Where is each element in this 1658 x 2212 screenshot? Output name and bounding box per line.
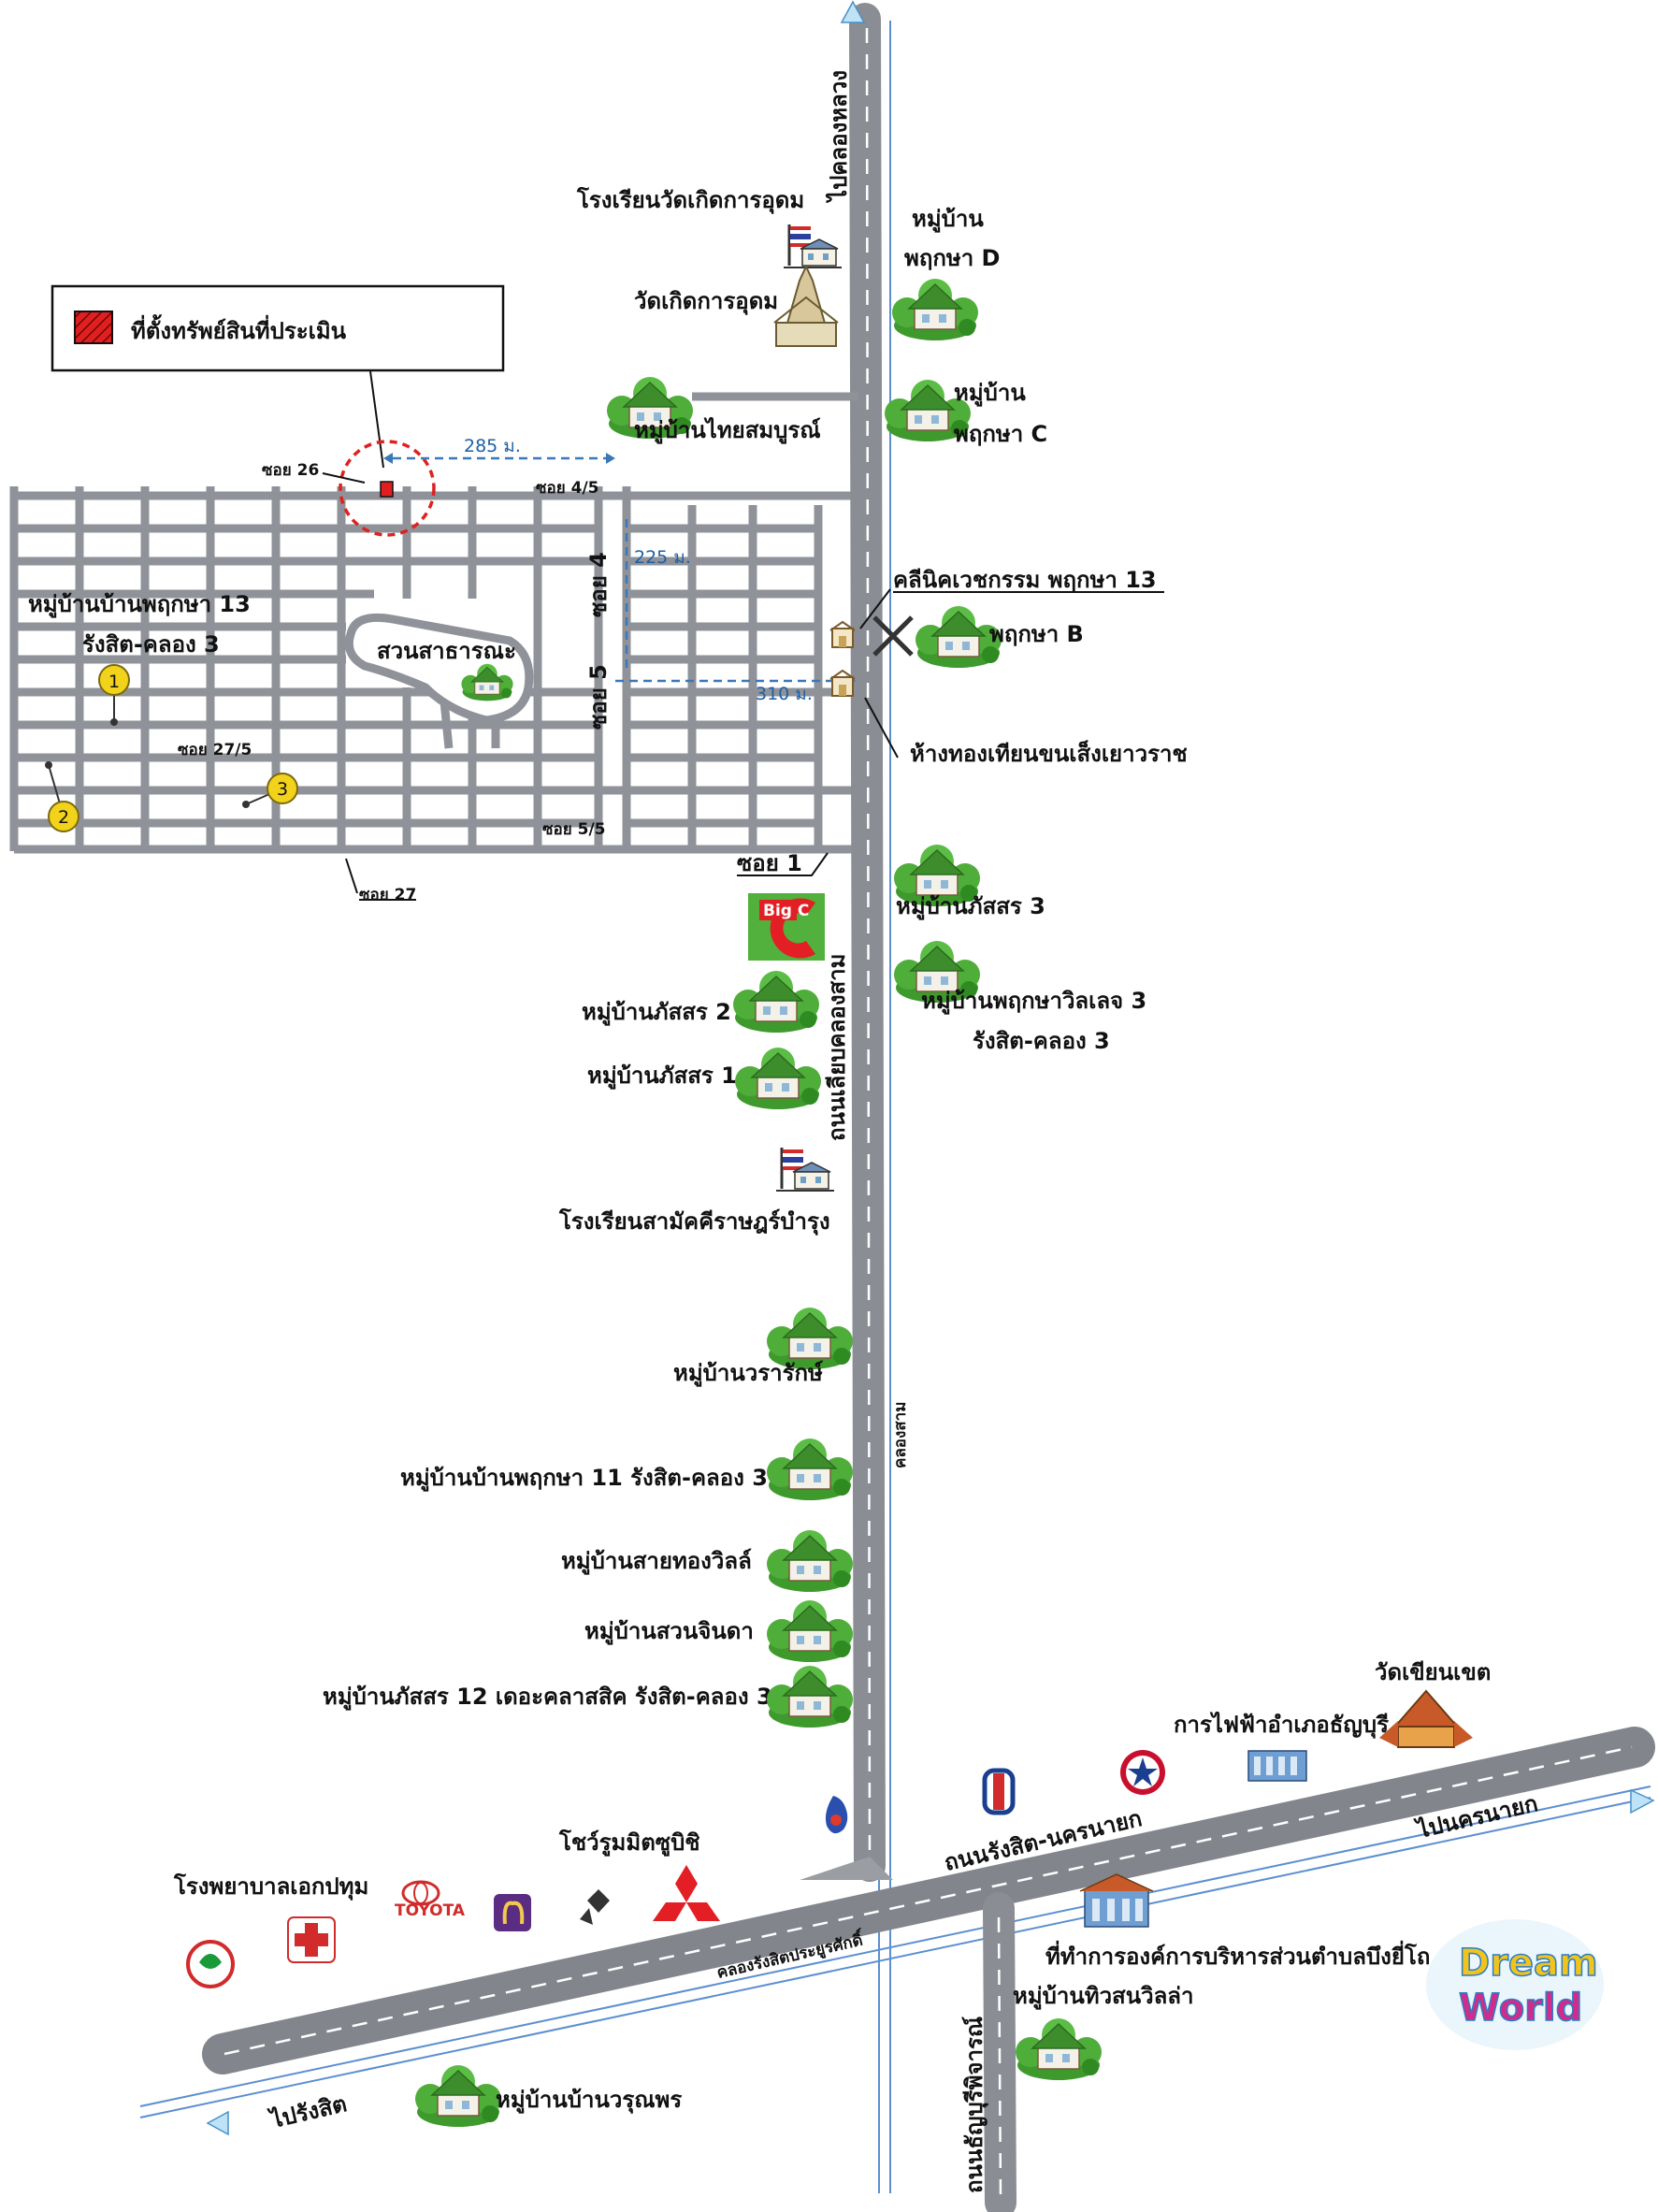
khlong-sam-label: คลองสาม <box>891 1402 910 1468</box>
pruksa13-label-2: รังสิต-คลอง 3 <box>82 631 220 658</box>
south-road <box>983 1892 1016 2212</box>
soi-26-label: ซอย 26 <box>262 461 319 480</box>
legend-label: ที่ตั้งทรัพย์สินที่ประเมิน <box>131 313 347 344</box>
svg-text:1: 1 <box>108 672 120 692</box>
suanjinda-label: หมู่บ้านสวนจินดา <box>584 1618 754 1645</box>
distance-225: 225 ม. <box>625 519 691 673</box>
pruksa-b-label: พฤกษา B <box>989 621 1084 647</box>
passorn12-house-icon <box>766 1665 854 1728</box>
subject-property <box>339 440 436 537</box>
junction <box>800 1857 893 1880</box>
passorn3-label: หมู่บ้านภัสสร 3 <box>896 893 1045 920</box>
marker-3: 3 <box>242 773 298 808</box>
distance-225-label: 225 ม. <box>634 547 691 568</box>
passorn1-label: หมู่บ้านภัสสร 1 <box>587 1063 737 1090</box>
soi-4-label: ซอย 4 <box>585 552 612 617</box>
passorn12-label: หมู่บ้านภัสสร 12 เดอะคลาสสิค รังสิต-คลอง… <box>323 1684 772 1711</box>
samakkhi-school-icon <box>774 1146 836 1193</box>
dream-world-logo: Dream World <box>1426 1919 1604 2050</box>
pea-label: การไฟฟ้าอำเภอธัญบุรี <box>1174 1711 1389 1740</box>
pruksa-d-label-2: พฤกษา D <box>904 245 1000 271</box>
main-road-khlong-sam <box>849 3 886 1882</box>
saithong-house-icon <box>766 1529 854 1593</box>
soi-4-5-label: ซอย 4/5 <box>536 479 599 498</box>
svg-text:3: 3 <box>277 779 288 800</box>
school-samakkhi-label: โรงเรียนสามัคคีราษฎร์บำรุง <box>558 1207 830 1236</box>
pruksa13-label-1: หมู่บ้านบ้านพฤกษา 13 <box>28 591 251 618</box>
main-road-label: ถนนเลียบคลองสาม <box>824 954 850 1141</box>
soi-1-label: ซอย 1 <box>737 850 802 876</box>
east-arrow <box>1630 1788 1655 1814</box>
passorn2-house-icon <box>732 970 820 1034</box>
kasikorn-logo <box>186 1940 235 1988</box>
big-c-logo: Big C <box>748 893 825 961</box>
soi-27-label: ซอย 27 <box>359 886 416 904</box>
toyota-label: TOYOTA <box>395 1901 466 1920</box>
red-cross-icon <box>287 1916 336 1963</box>
pruksa11-label: หมู่บ้านบ้านพฤกษา 11 รังสิต-คลอง 3 <box>400 1465 768 1492</box>
sao-building-icon <box>1079 1873 1154 1928</box>
caltex-logo <box>1120 1750 1165 1795</box>
pea-building-icon <box>1247 1750 1307 1782</box>
legend-box: ที่ตั้งทรัพย์สินที่ประเมิน <box>50 284 505 372</box>
worunporn-house-icon <box>414 2064 502 2128</box>
toyota-logo <box>401 1880 440 1906</box>
mitsubishi-logo <box>653 1865 720 1921</box>
wat-khian-label: วัดเขียนเขต <box>1375 1659 1491 1685</box>
to-rangsit-label: ไปรังสิต <box>266 2089 349 2133</box>
dream-world-text-2: World <box>1459 1987 1582 2030</box>
pruksa11-house-icon <box>766 1438 854 1501</box>
soi-5-label: ซอย 5 <box>585 664 612 730</box>
pttgas-logo <box>825 1796 848 1834</box>
marker-1: 1 <box>98 664 130 726</box>
passorn2-label: หมู่บ้านภัสสร 2 <box>582 999 731 1026</box>
passorn1-house-icon <box>734 1047 822 1110</box>
wararak-label: หมู่บ้านวรารักษ์ <box>673 1360 823 1387</box>
hospital-logo <box>580 1889 610 1925</box>
clinic-label: คลีนิคเวชกรรม พฤกษา 13 <box>893 567 1157 593</box>
gold-shop-label: ห้างทองเทียนขนเส็งเยาวราช <box>910 740 1188 767</box>
park-label: สวนสาธารณะ <box>377 638 516 664</box>
distance-310-label: 310 ม. <box>756 684 813 704</box>
svg-text:2: 2 <box>58 807 69 828</box>
marker-2: 2 <box>45 761 79 832</box>
distance-285-label: 285 ม. <box>464 436 521 456</box>
wat-label: วัดเกิดการอุดม <box>634 288 778 316</box>
south-road-label: ถนนธัญบุรีพิจารณ์ <box>961 2017 989 2193</box>
west-arrow <box>206 2110 229 2136</box>
hospital-label: โรงพยาบาลเอกปทุม <box>173 1872 368 1901</box>
pruksa-c-label-1: หมู่บ้าน <box>954 380 1026 407</box>
wat-khian-temple-icon <box>1379 1689 1473 1748</box>
entrance-icon <box>872 615 914 657</box>
suanjinda-house-icon <box>766 1599 854 1663</box>
sao-label: ที่ทำการองค์การบริหารส่วนตำบลบึงยี่โถ <box>1045 1940 1430 1970</box>
scb-logo <box>494 1894 531 1931</box>
pruksa-c-label-2: พฤกษา C <box>954 421 1047 447</box>
worunporn-label: หมู่บ้านบ้านวรุณพร <box>496 2087 682 2115</box>
pruksa-village3-label-1: หมู่บ้านพฤกษาวิลเลจ 3 <box>921 988 1146 1015</box>
distance-285: 285 ม. <box>383 436 615 464</box>
tiwson-label: หมู่บ้านทิวสนวิลล่า <box>1013 1983 1193 2010</box>
pruksa-village3-label-2: รังสิต-คลอง 3 <box>973 1028 1110 1054</box>
khlong-rangsit-canal <box>139 1786 1651 2118</box>
svg-text:Big C: Big C <box>763 902 809 920</box>
school-wat-label: โรงเรียนวัดเกิดการอุดม <box>576 186 804 215</box>
north-arrow <box>840 0 866 23</box>
tiwson-house-icon <box>1015 2017 1103 2081</box>
temple-icon <box>773 264 839 347</box>
ptt-logo <box>982 1768 1016 1815</box>
saithong-label: หมู่บ้านสายทองวิลล์ <box>561 1548 752 1575</box>
to-khlong-luang-label: ไปคลองหลวง <box>825 70 852 204</box>
soi-27-5-label: ซอย 27/5 <box>178 741 252 759</box>
pruksa-d-house-icon <box>891 278 979 341</box>
mitsubishi-label: โชว์รูมมิตซูบิชิ <box>558 1829 700 1857</box>
soi-5-5-label: ซอย 5/5 <box>542 820 606 839</box>
dream-world-text-1: Dream <box>1459 1942 1598 1985</box>
school-icon <box>782 223 843 269</box>
public-park <box>344 613 534 725</box>
rangsit-nakhon-nayok-road <box>202 1727 1655 2075</box>
thai-somboon-label: หมู่บ้านไทยสมบูรณ์ <box>634 416 821 444</box>
pruksa-d-label-1: หมู่บ้าน <box>912 206 984 233</box>
